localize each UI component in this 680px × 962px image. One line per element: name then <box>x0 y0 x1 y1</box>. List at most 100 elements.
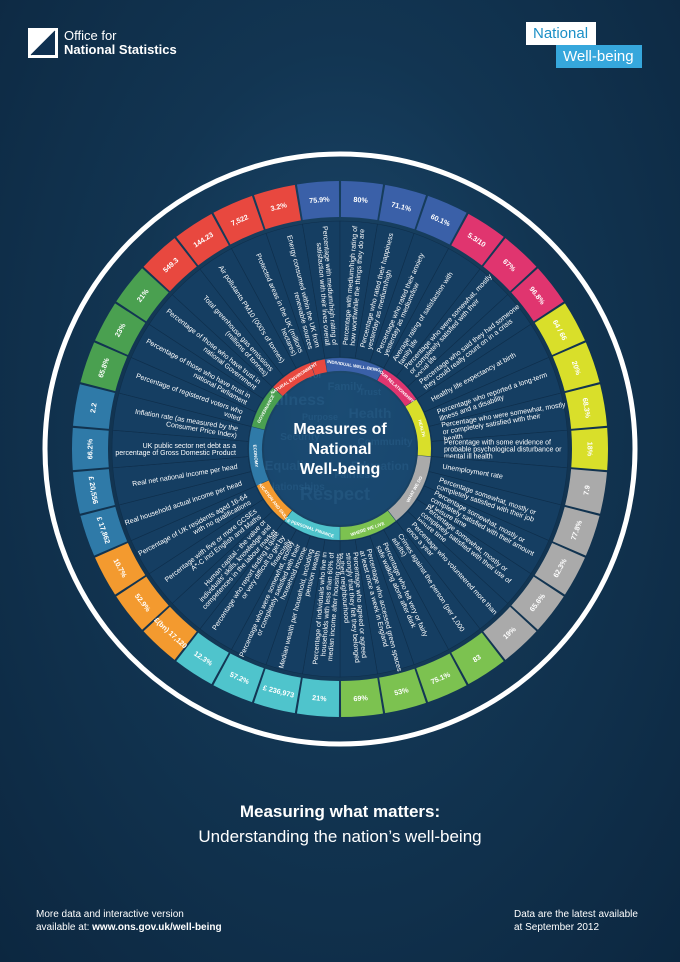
domain-band-fill <box>405 399 431 457</box>
center-title-line2: National <box>308 441 371 458</box>
measure-value-cell <box>80 506 128 556</box>
center-disc <box>264 373 416 525</box>
measure-value-cell <box>483 238 537 292</box>
measure-value: 7.9 <box>581 484 592 495</box>
measure-value-cell <box>565 469 607 514</box>
measure-value-cell <box>116 268 169 322</box>
measure-value-cell <box>176 632 229 685</box>
measure-value: 53% <box>393 685 410 697</box>
badge-line2: Well-being <box>556 45 642 68</box>
domain-band-fill <box>377 369 417 407</box>
measure-label-cell <box>231 232 311 369</box>
measure-value-cell <box>416 195 467 245</box>
domain-label: ECONOMY <box>252 444 259 467</box>
domain-band-fill <box>284 510 340 540</box>
measure-value-cell <box>552 342 600 392</box>
center-title-line1: Measures of <box>293 421 387 438</box>
domain-band-fill <box>310 359 327 376</box>
tagline-heading: Measuring what matters: <box>239 802 441 821</box>
website-link[interactable]: www.ons.gov.uk/well-being <box>92 922 222 933</box>
org-name-line1: Office for <box>64 28 117 43</box>
measure-value-cell <box>95 543 146 595</box>
measure-value: 69% <box>353 693 369 703</box>
footer-left-line1: More data and interactive version <box>36 909 184 920</box>
org-name-line2: National Statistics <box>64 42 177 57</box>
measure-value-cell <box>379 668 427 714</box>
measure-value: 68.3% <box>580 397 592 419</box>
measure-value-cell <box>72 427 109 471</box>
measure-value-cell <box>73 469 115 514</box>
domain-band-fill <box>340 510 396 540</box>
footer-right-line2: at September 2012 <box>514 922 600 933</box>
footer-left-line2-prefix: available at: <box>36 922 93 933</box>
measure-value-cell <box>552 506 600 556</box>
measure-value-cell <box>253 668 301 714</box>
measure-value-cell <box>296 181 340 221</box>
measure-value-cell <box>253 184 301 230</box>
measure-value-cell <box>511 576 564 630</box>
measure-segment[interactable]: 75.9%Percentage with medium/high rating … <box>296 181 341 359</box>
measure-value-cell <box>340 677 384 717</box>
domain-label: HEALTH <box>417 419 426 437</box>
measure-value-cell <box>565 384 607 429</box>
measure-value-cell <box>143 238 197 292</box>
measure-segment[interactable]: 21%Percentage of individuals who live in… <box>296 539 343 717</box>
measure-value-cell <box>534 543 585 595</box>
domain-band-fill <box>249 426 269 486</box>
measure-value: 83 <box>471 652 483 664</box>
measure-segment[interactable]: 80%Percentage with medium/high rating of… <box>339 181 384 359</box>
measure-value-cell <box>571 427 608 471</box>
measure-value-cell <box>143 606 197 660</box>
measure-value: 21% <box>312 693 328 703</box>
measure-value-cell <box>451 632 504 685</box>
measure-value-cell <box>80 342 128 392</box>
measure-value-cell <box>176 213 229 266</box>
ons-logo-icon <box>28 28 58 58</box>
measure-value: 3.2% <box>270 200 289 213</box>
domain-band <box>310 359 327 376</box>
measure-value-cell <box>379 184 427 230</box>
measure-value: 80% <box>353 195 369 205</box>
footer-more-data: More data and interactive version availa… <box>36 908 222 934</box>
measure-value-cell <box>451 213 504 266</box>
badge-line1: National <box>526 22 597 45</box>
measure-value: 2.2 <box>88 402 99 413</box>
measure-value-cell <box>73 384 115 429</box>
ons-logo: Office for National Statistics <box>28 28 177 58</box>
measure-value-cell <box>416 653 467 703</box>
domain-band-fill <box>256 480 292 521</box>
domain-band: HEALTH <box>405 399 431 457</box>
measure-value: 18% <box>586 442 595 457</box>
footer-right-line1: Data are the latest available <box>514 909 638 920</box>
center-title-line3: Well-being <box>300 461 381 478</box>
domain-band-fill <box>273 363 315 397</box>
measure-value: 66.2% <box>86 438 95 459</box>
domain-band-fill <box>325 358 384 381</box>
domain-band-fill <box>388 455 431 521</box>
measure-value-cell <box>483 606 537 660</box>
domain-band: ECONOMY <box>249 426 269 486</box>
measure-value-cell <box>213 195 264 245</box>
domain-band-fill <box>251 387 283 430</box>
measure-value: 75.9% <box>309 194 331 205</box>
measure-value-cell <box>296 677 340 717</box>
footer-data-date: Data are the latest available at Septemb… <box>514 908 664 934</box>
measure-value-cell <box>95 303 146 355</box>
measure-value-cell <box>340 181 384 221</box>
outer-ring <box>42 151 638 747</box>
tagline-subheading: Understanding the nation’s well-being <box>198 827 482 846</box>
national-wellbeing-badge: National Well-being <box>526 22 642 68</box>
measure-value-cell <box>511 268 564 322</box>
measure-value-cell <box>213 653 264 703</box>
measure-value-cell <box>116 576 169 630</box>
measure-value-cell <box>534 303 585 355</box>
